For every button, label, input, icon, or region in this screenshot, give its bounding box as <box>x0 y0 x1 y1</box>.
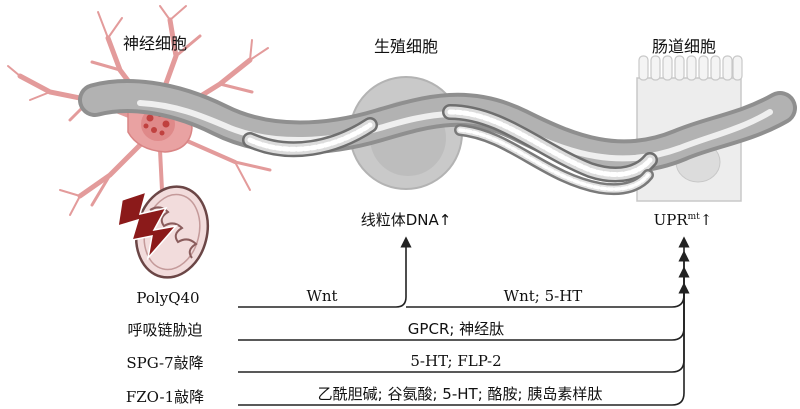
signal-spg7: 5-HT; FLP-2 <box>410 352 501 370</box>
stressor-spg7-knockdown: SPG-7敲降 <box>126 354 203 372</box>
label-germline: 生殖细胞 <box>374 37 438 56</box>
signal-fzo1: 乙酰胆碱; 谷氨酸; 5-HT; 酪胺; 胰岛素样肽 <box>318 385 603 403</box>
uprmt-arrow: ↑ <box>700 211 713 229</box>
stressor-polyq40: PolyQ40 <box>136 289 199 307</box>
stressor-respiratory-chain: 呼吸链胁迫 <box>127 321 202 339</box>
label-uprmt-increase: UPRmt↑ <box>654 211 713 229</box>
stressor-fzo1-knockdown: FZO-1敲降 <box>126 388 204 406</box>
signal-respiratory: GPCR; 神经肽 <box>408 320 504 338</box>
signal-lines <box>238 236 690 406</box>
worm-body-icon <box>78 79 797 196</box>
label-mtdna-increase: 线粒体DNA↑ <box>361 211 452 229</box>
signal-polyq-intestine: Wnt; 5-HT <box>504 287 583 305</box>
label-neuron: 神经细胞 <box>123 34 187 53</box>
line-fzo1 <box>238 282 690 406</box>
uprmt-superscript: mt <box>688 212 701 222</box>
lightning-bolt-icon <box>117 190 178 261</box>
line-polyq-to-germline <box>238 236 412 308</box>
signal-polyq-germline: Wnt <box>306 287 337 305</box>
label-intestine: 肠道细胞 <box>652 37 716 56</box>
uprmt-base: UPR <box>654 211 689 229</box>
